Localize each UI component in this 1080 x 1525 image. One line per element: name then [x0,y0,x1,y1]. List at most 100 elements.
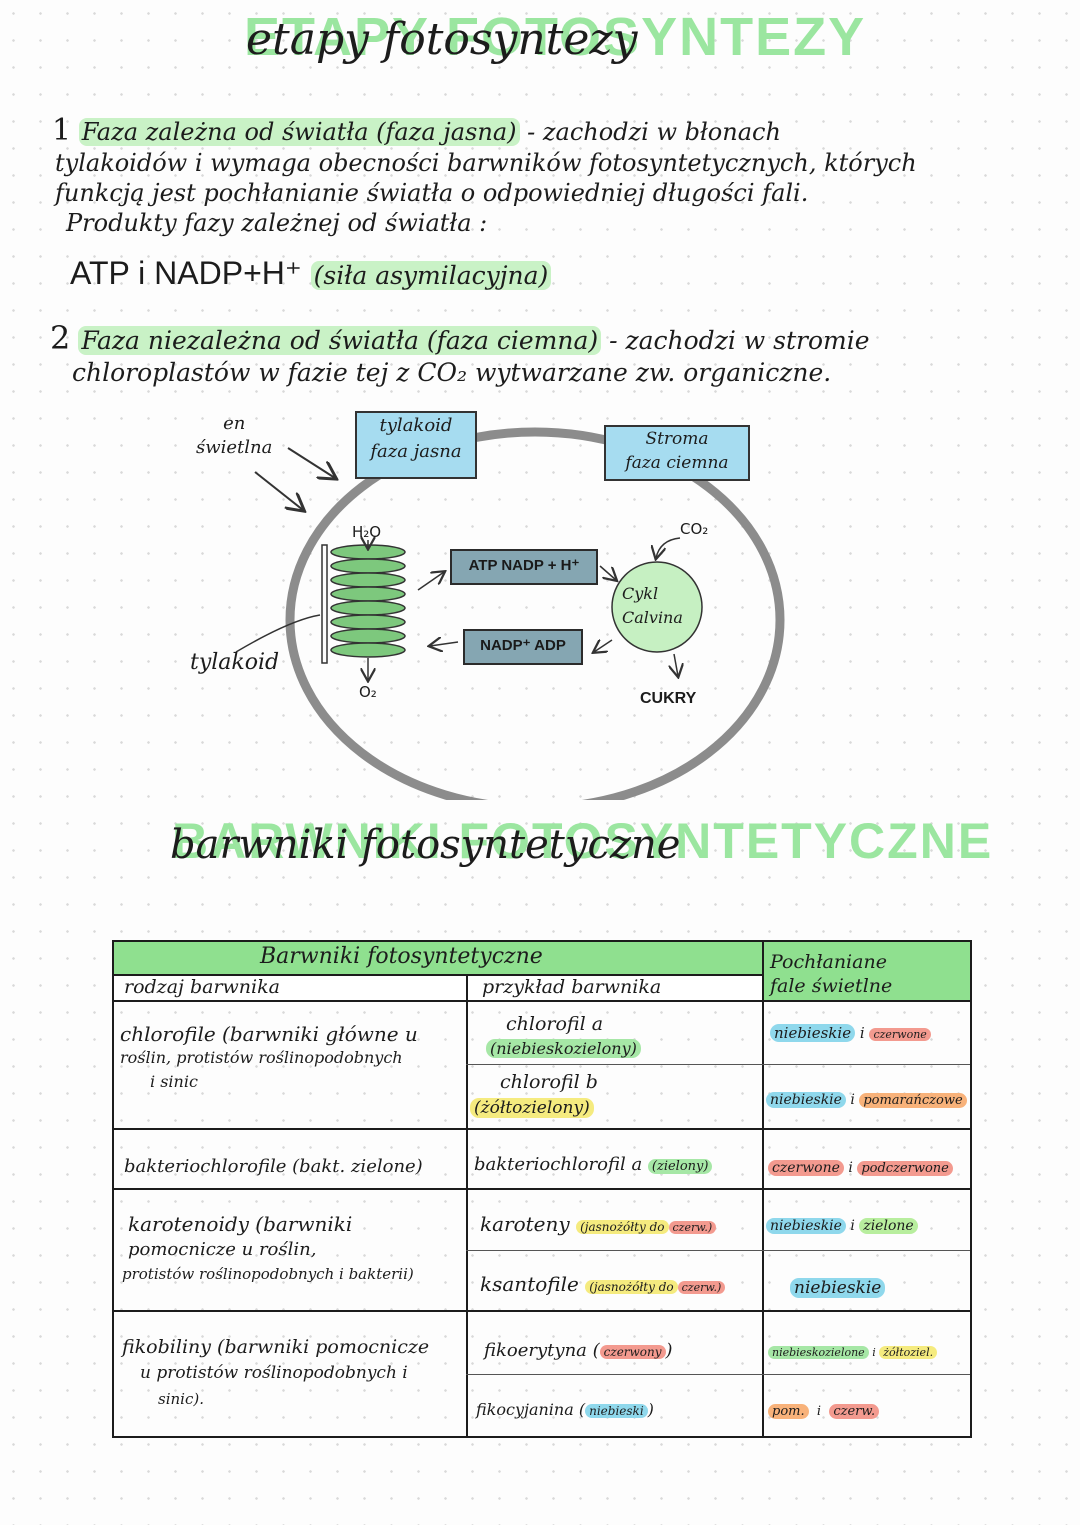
row1b-name: chlorofil b [500,1071,598,1093]
arrow-to-atp [417,572,444,591]
calvin-line1: Cykl [622,584,659,603]
row1a-example: chlorofil a (niebieskozielony) [486,1012,641,1061]
light-arrow-2 [254,471,303,510]
col-line-2 [762,1002,764,1436]
row4b-note: niebieski [585,1404,648,1418]
phase1-products: ATP i NADP+H⁺ [70,255,302,291]
h2o-label: H₂O [352,523,382,541]
phase2-line1-rest: - zachodzi w stromie [609,326,870,355]
nadp-adp-box: NADP⁺ ADP [463,629,583,665]
light-energy-label: en świetlna [196,412,272,460]
row1a-absorb-2: czerwone [869,1028,931,1041]
row4b-example: fikocyjanina (niebieski) [476,1400,654,1419]
row2-absorb-1: czerwone [768,1160,844,1176]
row4a-example: fikoerytyna (czerwony) [484,1340,673,1361]
stroma-box-line1: Stroma [645,429,709,449]
row3a-absorb: niebieskie i zielone [766,1218,918,1234]
row3b-name: ksantofile [480,1272,579,1296]
row2-absorb: czerwone i podczerwone [768,1160,953,1176]
row4a-note: czerwony [599,1345,666,1359]
light-energy-text: en świetlna [196,413,273,458]
row1-type-line2: roślin, protistów roślinopodobnych [120,1048,403,1067]
co2-arrow [656,537,681,558]
header-example: przykład barwnika [482,976,662,998]
row4-type: fikobiliny (barwniki pomocnicze u protis… [122,1334,429,1412]
row1a-note: (niebieskozielony) [486,1039,641,1058]
row3b-note-b: czerw.) [677,1281,726,1294]
phase1-line3: funkcją jest pochłanianie światła o odpo… [55,179,809,207]
stroma-box-line2: faza ciemna [625,453,729,473]
row4b-name: fikocyjanina [476,1400,574,1419]
row4a-name: fikoerytyna [484,1340,587,1361]
calvin-cycle-circle [611,561,703,653]
phase2-line2: chloroplastów w fazie tej z CO₂ wytwarza… [72,358,832,387]
title-barwniki-block: BARWNIKI FOTOSYNTETYCZNE [172,813,994,869]
header-sub-divider [466,974,468,1002]
row3b-absorb-1: niebieskie [790,1278,886,1298]
row3b-note-a: (jasnożółty do [585,1280,678,1294]
row3-type: karotenoidy (barwniki pomocnicze u rośli… [122,1212,414,1287]
title-etapy-block: ETAPY FOTOSYNTEZY [244,7,867,67]
header-type: rodzaj barwnika [124,976,280,998]
thylakoid-pointer [235,614,321,653]
subrow-line-3 [466,1250,970,1251]
row1a-absorb: niebieskie i czerwone [770,1024,931,1042]
arrow-nadp-to-stack [430,642,459,646]
phase1-products-label: Produkty fazy zależnej od światła : [66,209,488,237]
calvin-line2: Calvina [622,608,683,627]
row1b-note: (żółtozielony) [470,1098,594,1118]
row4-type-line2: u protistów roślinopodobnych i [140,1363,408,1383]
phase2-name: Faza niezależna od światła (faza ciemna) [78,326,602,355]
row4a-absorb-2: żółtoziel. [879,1346,938,1359]
row3-type-line2: pomocnicze u roślin, [128,1239,317,1260]
row3a-name: karoteny [480,1212,570,1236]
row4a-absorb: niebieskozielone i żółtoziel. [768,1346,938,1359]
row1b-absorb-and: i [850,1092,855,1108]
row2-absorb-and: i [848,1160,853,1176]
row1a-absorb-and: i [859,1024,870,1042]
row1a-absorb-1: niebieskie [770,1024,856,1042]
phase1-products-note: (siła asymilacyjna) [310,261,552,290]
row3a-note-a: (jasnożółty do [576,1220,669,1234]
phase1-line1-rest: - zachodzi w błonach [519,118,781,146]
thylakoid-box-line2: faza jasna [370,441,462,462]
phase2-line1: 2 Faza niezależna od światła (faza ciemn… [50,322,870,357]
subrow-line-4 [466,1374,970,1375]
sugars-arrow [674,653,678,676]
header-sub-bg [114,974,762,1002]
row2-note: (zielony) [647,1159,713,1174]
row4-type-line1: fikobiliny (barwniki pomocnicze [122,1336,430,1358]
header-main-bg [114,942,762,974]
row4b-absorb: pom. i czerw. [768,1404,880,1419]
o2-label: O₂ [359,683,377,701]
chloroplast-membrane [285,427,785,800]
arrow-calvin-to-nadp [594,640,613,652]
header-absorb-bg [762,942,970,1002]
col-line-1 [466,1002,468,1436]
light-arrow-1 [287,447,335,478]
phase1-number: 1 [52,113,72,148]
stroma-phase-box: Stroma faza ciemna [604,425,750,481]
row1a-name: chlorofil a [506,1013,604,1035]
row2-name: bakteriochlorofil a [474,1154,643,1175]
thylakoid-phase-box: tylakoid faza jasna [355,411,477,479]
row4-type-line3: sinic). [158,1390,204,1408]
row1b-absorb: niebieskie i pomarańczowe [766,1092,967,1108]
row3a-absorb-2: zielone [859,1218,918,1234]
row2-type: bakteriochlorofile (bakt. zielone) [124,1156,423,1177]
arrow-atp-to-calvin [599,565,616,580]
row3-type-line3: protistów roślinopodobnych i bakterii) [122,1265,414,1283]
row2-example: bakteriochlorofil a (zielony) [474,1154,713,1175]
phase1-line2: tylakoidów i wymaga obecności barwników … [55,149,917,177]
title-barwniki-script: barwniki fotosyntetyczne [170,822,681,868]
phase2-number: 2 [50,319,71,357]
phase1-name: Faza zależna od światła (faza jasna) [78,118,520,146]
row3b-absorb: niebieskie [790,1278,886,1298]
row1-type-line3: i sinic [150,1072,198,1091]
row3a-absorb-1: niebieskie [766,1218,846,1234]
sugars-label: CUKRY [640,690,697,707]
thylakoid-box-line1: tylakoid [379,415,453,436]
row4b-absorb-and: i [812,1404,826,1419]
